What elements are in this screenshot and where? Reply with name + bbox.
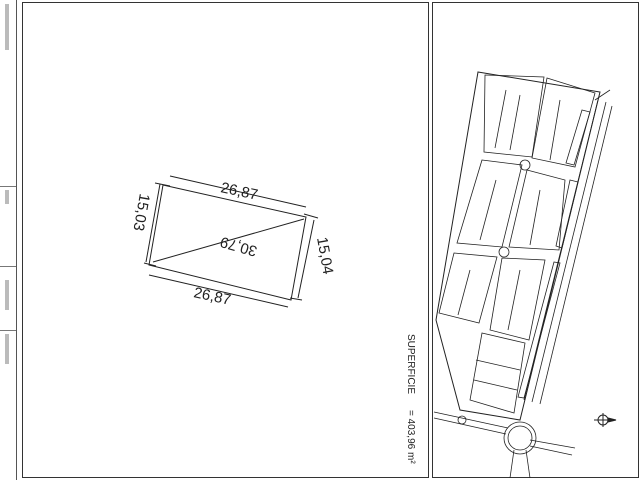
block: [483, 74, 545, 158]
surface-value: = 403,96 m²: [405, 410, 416, 464]
block: [438, 252, 498, 324]
block: [508, 169, 566, 251]
roundabout: [519, 159, 531, 171]
roundabout: [457, 415, 467, 425]
drawing-frame: [22, 2, 429, 478]
title-block-text: [5, 334, 9, 364]
roundabout: [498, 246, 510, 258]
dim-line-top: [169, 175, 307, 208]
site-plan-frame: [432, 2, 639, 478]
divider: [0, 186, 16, 187]
block: [531, 77, 596, 168]
dim-label-right: 15,04: [313, 236, 336, 276]
north-arrow-icon: [594, 413, 617, 427]
block: [469, 332, 526, 414]
block: [489, 257, 546, 341]
title-block-strip: [0, 0, 17, 480]
title-block-text: [5, 4, 9, 50]
dim-line-bottom: [148, 274, 289, 308]
title-block-text: [5, 280, 9, 310]
plot-outline: [148, 184, 307, 301]
dim-line-right: [297, 219, 315, 299]
roundabout: [507, 425, 533, 451]
surface-area: SUPERFICIE = 403,96 m²: [401, 334, 423, 474]
surface-label: SUPERFICIE: [405, 334, 416, 395]
dim-label-left: 15,03: [130, 192, 153, 232]
diagonal-line: [152, 218, 305, 263]
divider: [0, 266, 16, 267]
title-block-text: [5, 190, 9, 204]
divider: [0, 330, 16, 331]
dim-line-left: [145, 183, 161, 263]
